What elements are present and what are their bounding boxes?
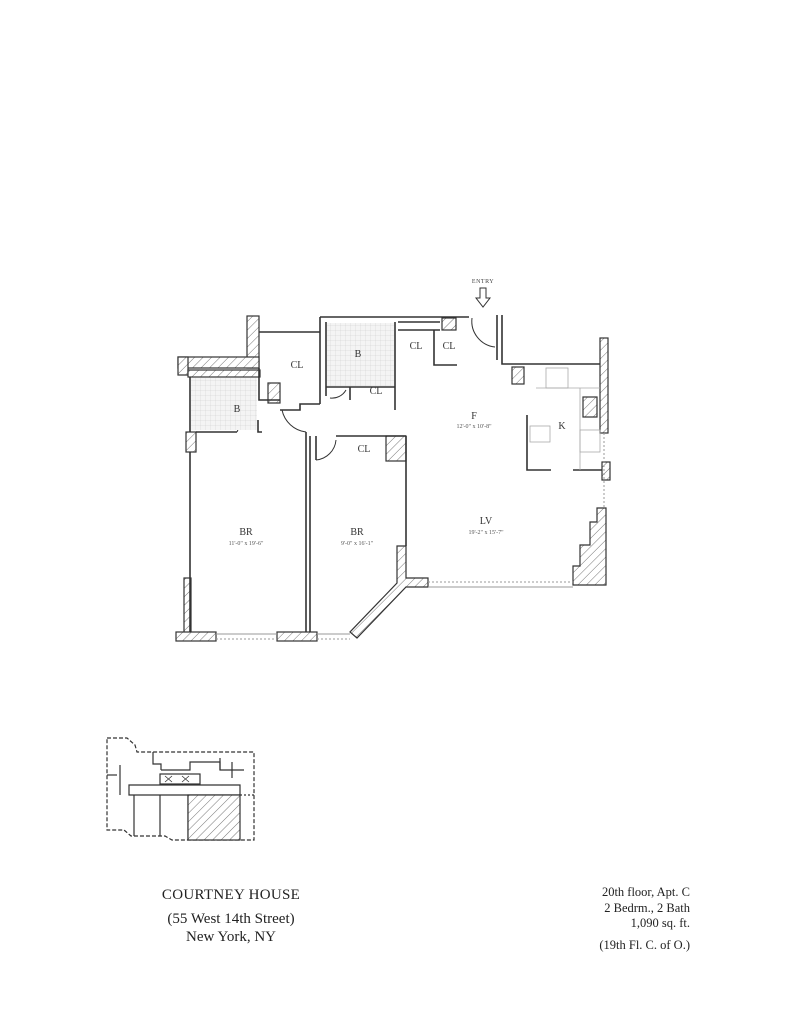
room-labels: CL B B CL CL CL F 12'-0" x 10'-8" K CL B… — [229, 341, 567, 547]
entry-arrow-icon — [474, 287, 492, 308]
room-label-closet: CL — [358, 444, 371, 455]
entry-marker: ENTRY — [472, 279, 494, 308]
unit-floor-apt: 20th floor, Apt. C — [601, 885, 690, 899]
unit-caption: 20th floor, Apt. C 2 Bedrm., 2 Bath 1,09… — [540, 885, 690, 954]
room-label-closet: CL — [291, 360, 304, 371]
unit-co-note: (19th Fl. C. of O.) — [599, 937, 690, 952]
building-address: (55 West 14th Street) — [167, 911, 295, 927]
structural-walls — [175, 315, 611, 642]
room-label-bedroom: BR — [350, 527, 364, 538]
key-plan — [106, 737, 255, 841]
room-label-bath: B — [355, 349, 362, 360]
entry-label: ENTRY — [472, 279, 494, 285]
room-label-foyer: F — [471, 411, 477, 422]
room-label-bedroom: BR — [239, 527, 253, 538]
room-label-closet: CL — [370, 386, 383, 397]
room-dims-bedroom: 9'-0" x 16'-1" — [341, 541, 374, 547]
room-dims-living: 19'-2" x 15'-7" — [468, 530, 504, 536]
kitchen-fixtures — [529, 367, 601, 470]
building-name: COURTNEY HOUSE — [161, 887, 301, 903]
bath-2-tile — [327, 323, 394, 386]
building-city: New York, NY — [185, 929, 276, 945]
bath-1-tile — [191, 378, 257, 430]
room-label-bath: B — [234, 404, 241, 415]
room-label-living: LV — [480, 516, 493, 527]
room-dims-foyer: 12'-0" x 10'-8" — [456, 424, 492, 430]
room-dims-bedroom: 11'-0" x 19'-6" — [229, 541, 264, 547]
room-label-kitchen: K — [558, 421, 566, 432]
room-label-closet: CL — [410, 341, 423, 352]
room-label-closet: CL — [443, 341, 456, 352]
unit-area: 1,090 sq. ft. — [630, 916, 690, 931]
unit-rooms: 2 Bedrm., 2 Bath — [604, 900, 690, 915]
apartment-plan — [175, 315, 611, 642]
building-caption: COURTNEY HOUSE (55 West 14th Street) New… — [136, 886, 326, 946]
walls — [189, 315, 605, 640]
